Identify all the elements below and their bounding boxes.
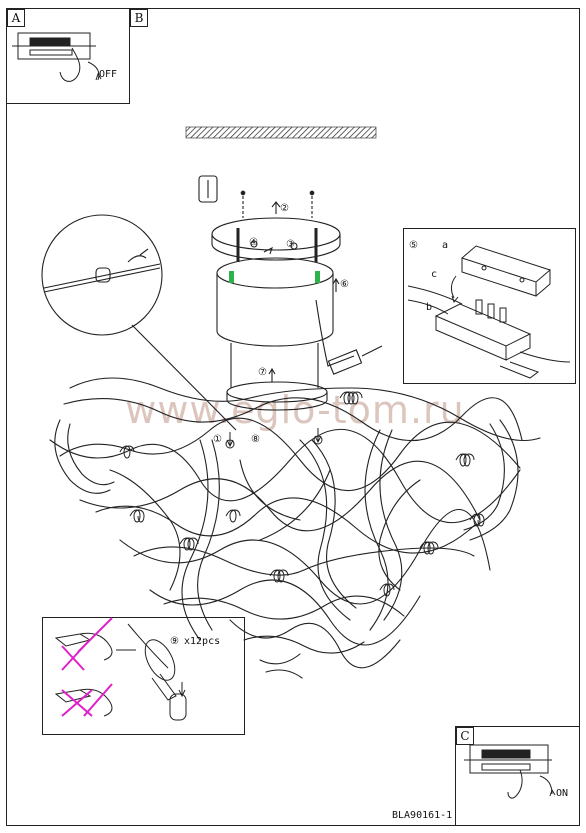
document-code: BLA90161-1 (392, 810, 453, 821)
green-marker-right (315, 271, 320, 283)
step-9-label: ⑨ (170, 636, 179, 647)
step-5-label: ⑤ (409, 240, 418, 251)
ceiling-hatch (185, 126, 377, 139)
step-4-label: ④ (249, 237, 258, 248)
terminal-block-drawing (407, 245, 571, 379)
panel-a-switch-off (6, 8, 130, 104)
ribbon-tangle (49, 377, 541, 679)
step-7-label: ⑦ (258, 367, 267, 378)
detail-a-label: a (442, 240, 449, 251)
step-8-label: ⑧ (251, 434, 260, 445)
fixing-screws (225, 428, 323, 449)
on-label: ON (556, 788, 569, 799)
spiral-coils (119, 391, 485, 597)
canopy-assembly (198, 175, 383, 411)
detail-b-label: b (426, 302, 433, 313)
breaker-a (12, 32, 102, 82)
magenta-cross-marks (61, 617, 113, 717)
step-3-label: ③ (286, 239, 295, 250)
bulb-install-panel (42, 617, 245, 735)
green-marker-left (229, 271, 234, 283)
tag-a: A (7, 9, 25, 27)
step-6-label: ⑥ (340, 279, 349, 290)
page-border (6, 8, 580, 826)
breaker-c (464, 744, 556, 799)
tag-c: C (456, 727, 474, 745)
bulbs-quantity: x12pcs (184, 636, 221, 647)
tag-b: B (130, 9, 148, 27)
step-2-label: ② (280, 203, 289, 214)
step-1-label: ① (213, 434, 222, 445)
detail-c-label: c (431, 269, 438, 280)
panel-c-switch-on (455, 726, 580, 826)
off-label: OFF (99, 69, 118, 80)
magnifier-detail (41, 214, 237, 431)
